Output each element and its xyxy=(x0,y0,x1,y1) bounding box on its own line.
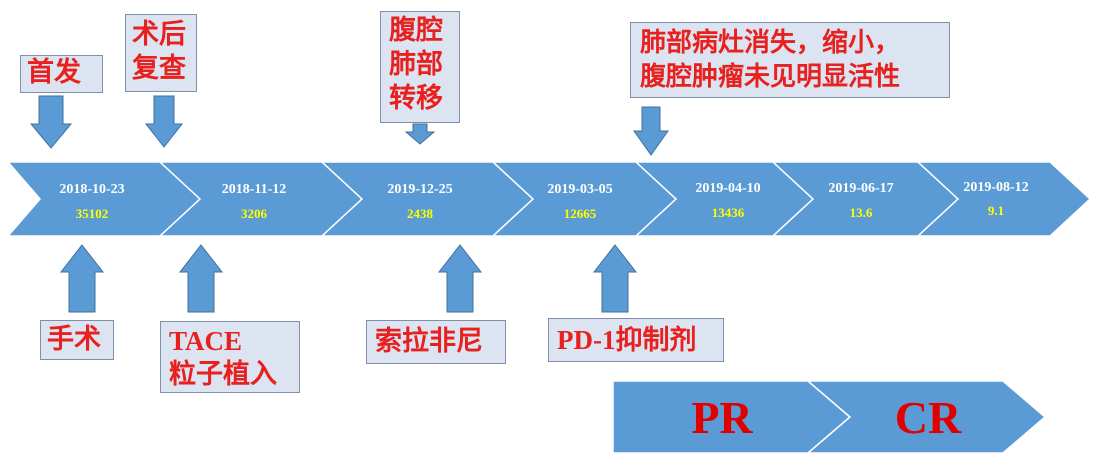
arrow-up-icon xyxy=(59,244,105,313)
response-bar: PR CR xyxy=(612,380,1047,454)
arrow-up-icon xyxy=(178,244,224,313)
event-label: 索拉非尼 xyxy=(375,326,483,357)
event-sorafenib: 索拉非尼 xyxy=(366,320,506,364)
event-label-line-1: TACE xyxy=(169,326,243,356)
event-surgery: 手术 xyxy=(40,320,114,360)
event-first-onset: 首发 xyxy=(20,55,103,93)
timeline-date-1: 2018-10-23 xyxy=(59,182,124,197)
event-label-line-2: 腹腔肿瘤未见明显活性 xyxy=(640,62,901,92)
event-label-line-1: 腹腔 xyxy=(389,15,443,46)
event-label-line-1: 肺部病灶消失，缩小， xyxy=(640,28,901,58)
arrow-up-icon xyxy=(437,244,483,313)
event-tace-seed-implant: TACE 粒子植入 xyxy=(160,321,300,393)
event-label: 首发 xyxy=(27,57,81,88)
arrow-down-icon xyxy=(633,106,669,156)
event-pd1-inhibitor: PD-1抑制剂 xyxy=(548,318,724,362)
timeline-date-4: 2019-03-05 xyxy=(547,182,612,197)
event-label-line-2: 肺部 xyxy=(389,49,443,80)
event-postop-review: 术后 复查 xyxy=(125,14,197,92)
event-arrows-down xyxy=(29,95,669,156)
event-label-line-2: 粒子植入 xyxy=(169,359,277,390)
event-label-line-1: 术后 xyxy=(132,19,186,50)
event-abdominal-lung-metastasis: 腹腔 肺部 转移 xyxy=(380,11,460,123)
timeline-date-5: 2019-04-10 xyxy=(695,181,760,196)
response-label-cr: CR xyxy=(895,392,962,443)
event-label-line-2: 复查 xyxy=(132,53,186,84)
timeline-date-2: 2018-11-12 xyxy=(222,182,287,197)
timeline-value-5: 13436 xyxy=(712,205,745,220)
timeline-value-6: 13.6 xyxy=(850,205,873,220)
event-arrows-up xyxy=(59,244,638,313)
event-label-line-3: 转移 xyxy=(389,83,443,114)
timeline-value-1: 35102 xyxy=(76,206,109,221)
timeline-bar xyxy=(6,161,1092,237)
arrow-down-icon xyxy=(404,123,436,145)
event-label-suffix: 抑制剂 xyxy=(615,325,697,356)
arrow-up-icon xyxy=(592,244,638,313)
timeline-segment-7 xyxy=(916,161,1092,237)
timeline-labels: 2018-10-23 35102 2018-11-12 3206 2019-12… xyxy=(59,180,1028,221)
event-lesion-response: 肺部病灶消失，缩小， 腹腔肿瘤未见明显活性 xyxy=(630,22,950,98)
response-label-pr: PR xyxy=(691,392,753,443)
event-label-prefix: PD-1 xyxy=(557,325,616,355)
timeline-value-7: 9.1 xyxy=(988,203,1004,218)
timeline-date-7: 2019-08-12 xyxy=(963,180,1028,195)
timeline-value-4: 12665 xyxy=(564,206,597,221)
arrow-down-icon xyxy=(29,95,73,149)
timeline-value-2: 3206 xyxy=(241,206,268,221)
response-segment-cr xyxy=(805,380,1047,454)
arrow-down-icon xyxy=(144,95,184,148)
timeline-value-3: 2438 xyxy=(407,206,434,221)
timeline-date-6: 2019-06-17 xyxy=(828,181,893,196)
timeline-date-3: 2019-12-25 xyxy=(387,182,452,197)
event-label: 手术 xyxy=(47,324,101,355)
